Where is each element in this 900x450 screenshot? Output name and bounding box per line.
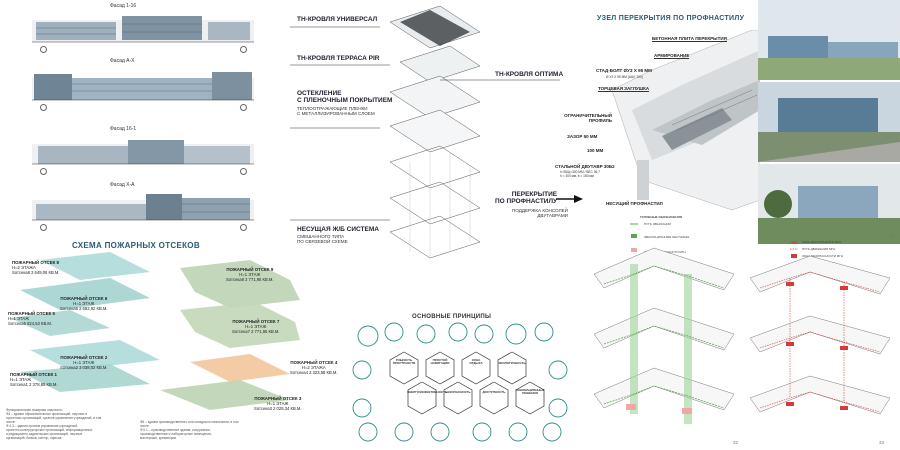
layer-roof-terrace: ТН-КРОВЛЯ ТЕРРАСА PIR: [297, 55, 380, 62]
node-label-stud: СТАД-БОЛТ ØУЗ Х 95 ММ: [596, 68, 652, 73]
node-label-beam-sub: h ОБЩ=300 ММ / ВЕС 36,7 h = 300 мм, b = …: [560, 170, 600, 178]
zone-5-shape: [10, 310, 110, 336]
node-label-profile: ОГРАНИЧИТЕЛЬНЫЙ ПРОФИЛЬ: [564, 113, 612, 123]
red-legend-item-2: ЗОНА БЕЗОПАСНОСТИ МГН: [802, 254, 844, 258]
page-number-32: 32: [733, 440, 739, 445]
principle-safety: БЕЗОПАСНОСТЬ: [445, 390, 471, 394]
node-label-beam: СТАЛЬНОЙ ДВУТАВР 30Б2: [555, 164, 615, 169]
zone-4-shape: [190, 354, 290, 382]
axis-marker: [40, 46, 47, 53]
principle-flexibility: ГИБКОСТЬ ПРОСТРАНСТВ: [392, 358, 416, 366]
layer-glazing-title: ОСТЕКЛЕНИЕ С ПЛЕНОЧНЫМ ПОКРЫТИЕМ: [297, 90, 393, 104]
fire-scheme-title: СХЕМА ПОЖАРНЫХ ОТСЕКОВ: [72, 241, 200, 250]
node-title: УЗЕЛ ПЕРЕКРЫТИЯ ПО ПРОФНАСТИЛУ: [597, 15, 745, 22]
principle-rest: ЗОНА ОТДЫХА: [469, 358, 483, 366]
green-legend-swatches: [630, 223, 638, 252]
axis-marker: [240, 46, 247, 53]
exploded-axonometry: [389, 5, 481, 259]
access-plan-red: [749, 255, 891, 415]
page-number-33: 33: [879, 440, 885, 445]
red-legend-swatches: [790, 241, 798, 258]
red-legend-item-1: ПУТЬ ДВИЖЕНИЯ МГН: [802, 247, 836, 251]
principles-title: ОСНОВНЫЕ ПРИНЦИПЫ: [412, 314, 492, 320]
render-photo-3: [758, 164, 900, 244]
principle-innovation: ИННОВАЦИОННЫЕ РЕШЕНИЯ: [515, 388, 545, 396]
facade-title-4: Фасад Х-А: [110, 182, 135, 188]
axis-marker: [40, 224, 47, 231]
node-label-gap: ЗАЗОР 50 ММ: [567, 134, 598, 139]
fire-zones-diagram: [10, 252, 300, 410]
principles-hex-grid: [352, 322, 568, 442]
axis-marker: [240, 168, 247, 175]
green-legend-item-1: ЭВАКУАЦИОННЫЕ ЛЕСТНИЦЫ: [644, 235, 690, 239]
principle-ecology: ЭКОЛОГИЧНОСТЬ: [498, 361, 526, 365]
render-photo-1: [758, 0, 900, 80]
facade-title-3: Фасад 16-1: [110, 126, 137, 132]
facade-drawing-4: [32, 194, 254, 221]
zone-8-shape: [40, 252, 150, 280]
facade-title-2: Фасад А-Х: [110, 58, 135, 64]
zone-2-shape: [30, 340, 160, 370]
principle-navigation: ПРОСТОЙ НАВИГАЦИИ: [430, 358, 450, 366]
node-label-rebar: АРМИРОВАНИЕ: [654, 53, 690, 59]
fire-note-right: Ф5 – здания производственного или складс…: [140, 420, 239, 440]
green-legend-item-0: ПУТЬ ЭВАКУАЦИИ: [644, 222, 671, 226]
zone-1-shape: [20, 364, 150, 392]
node-detail-drawing: [612, 30, 760, 211]
node-label-stud-sub: Ø УЗ Х 95 ММ (ШАГ 200): [606, 75, 643, 79]
green-legend-title: УСЛОВНЫЕ ОБОЗНАЧЕНИЯ: [640, 215, 682, 219]
node-label-deck: НЕСУЩИЙ ПРОФНАСТИЛ: [606, 201, 663, 206]
zone-7-shape: [180, 302, 300, 348]
axis-marker: [240, 104, 247, 111]
leader-lines: [290, 26, 560, 221]
layer-slab-title: ПЕРЕКРЫТИЕ ПО ПРОФНАСТИЛУ: [495, 191, 558, 205]
layer-frame-sub: СМЕШАННОГО ТИПА ПО СВЯЗЕВОЙ СХЕМЕ: [297, 234, 348, 245]
facade-title-1: Фасад 1-16: [110, 3, 137, 9]
arrow-to-node-icon: [556, 195, 583, 203]
axis-marker: [240, 224, 247, 231]
layer-roof-universal: ТН-КРОВЛЯ УНИВЕРСАЛ: [297, 16, 378, 23]
facade-drawing-2: [32, 72, 254, 101]
principle-energy: ЭНЕРГОЭФФЕКТИВНОСТЬ: [407, 390, 448, 394]
render-photo-2: [758, 82, 900, 162]
axis-marker: [40, 168, 47, 175]
layer-slab-sub: ПОДДЕРЖКА КОНСОЛЕЙ ДВУТАВРАМИ: [512, 208, 568, 219]
node-label-100mm: 100 ММ: [587, 148, 604, 153]
principle-accessibility: ДОСТУПНОСТЬ: [482, 390, 506, 394]
evac-plan-green: [593, 247, 735, 424]
facade-drawing-1: [32, 16, 254, 43]
zone-3-shape: [160, 380, 290, 410]
fire-note-left: Функциональная пожарная опасность: Ф4 – …: [6, 408, 102, 440]
page-number-27: 27: [890, 233, 896, 238]
axis-marker: [40, 104, 47, 111]
layer-glazing-sub: ТЕПЛООТРАЖАЮЩИЕ ПЛЕНКИ С МЕТАЛЛИЗИРОВАНН…: [297, 106, 375, 117]
red-legend-item-0: ЗОНА ДОСТУПНОСТИ МГН: [802, 240, 842, 244]
facade-drawing-3: [32, 140, 254, 165]
layer-roof-optima: ТН-КРОВЛЯ ОПТИМА: [495, 71, 564, 78]
layer-frame-title: НЕСУЩАЯ Ж/Б СИСТЕМА: [297, 226, 379, 233]
zone-9-shape: [180, 260, 300, 308]
node-label-endcap: ТОРЦЕВАЯ ЗАГЛУШКА: [598, 86, 650, 92]
node-label-slab: БЕТОННАЯ ПЛИТА ПЕРЕКРЫТИЯ: [652, 36, 727, 42]
zone-6-shape: [20, 278, 150, 310]
